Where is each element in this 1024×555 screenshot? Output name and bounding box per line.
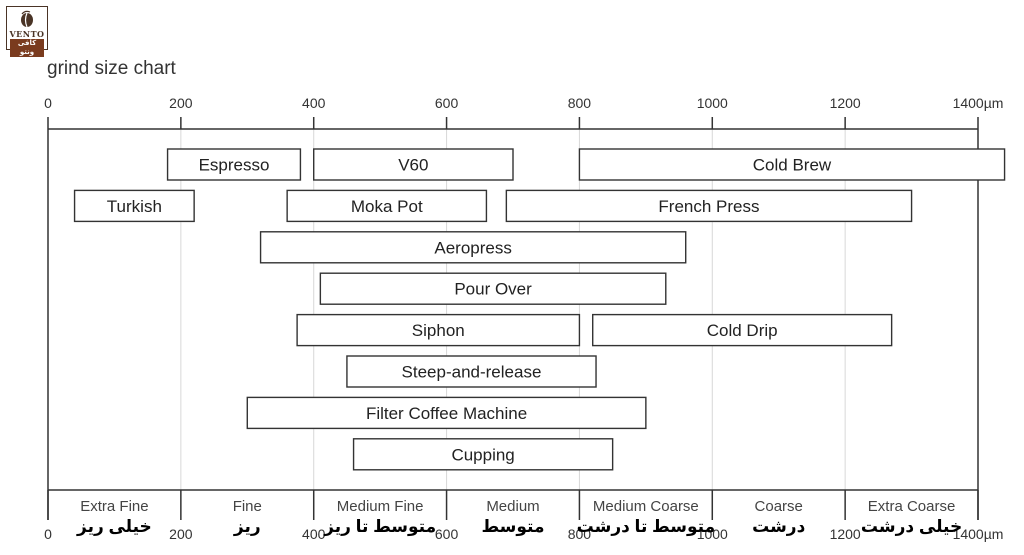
chart-title: grind size chart <box>47 58 176 79</box>
range-bar <box>73 189 195 223</box>
range-bar <box>352 438 614 471</box>
range-bar <box>246 396 647 430</box>
tick-label-top: 1200 <box>830 95 861 111</box>
tick-label-bottom: 200 <box>169 526 193 542</box>
range-bar <box>578 148 1006 181</box>
tick-label-top: 200 <box>169 95 193 111</box>
grind-band-label: Extra Coarse <box>868 498 956 515</box>
range-bar-label: Siphon <box>412 321 465 340</box>
grind-band-label-fa: درشت <box>752 517 806 536</box>
grind-band-label: Fine <box>233 498 262 515</box>
range-bar <box>346 355 597 388</box>
range-bar-label: Cupping <box>451 445 514 464</box>
tick-label-bottom: 0 <box>44 526 52 542</box>
range-bar-label: Pour Over <box>454 280 532 299</box>
range-bar <box>592 313 893 347</box>
range-bar <box>259 231 687 264</box>
grind-band-label-fa: خیلی ریز <box>76 517 152 537</box>
grind-band-label-fa: متوسط <box>481 517 544 537</box>
tick-label-top: 1000 <box>697 95 728 111</box>
grind-band-label-fa: ریز <box>233 517 261 537</box>
tick-label-bottom: 1400µm <box>953 526 1004 542</box>
range-bar-label: Cold Brew <box>753 156 832 175</box>
range-bar <box>319 272 667 305</box>
tick-label-bottom: 1200 <box>830 526 861 542</box>
coffee-bean-icon <box>21 10 33 28</box>
grind-band-label-fa: خیلی درشت <box>861 517 962 536</box>
range-bar-label: V60 <box>398 156 428 175</box>
grind-band-label: Medium Coarse <box>593 498 699 515</box>
grind-band-label: Medium <box>486 498 539 515</box>
tick-label-top: 400 <box>302 95 326 111</box>
tick-label-top: 600 <box>435 95 459 111</box>
logo-brand-fa-text: کافی ونتو <box>10 39 44 57</box>
range-bar-label: Moka Pot <box>351 197 423 216</box>
range-bar-label: Espresso <box>199 156 270 175</box>
grind-band-label-fa: متوسط تا درشت <box>577 517 715 537</box>
brand-logo: VENTO کافی ونتو <box>6 6 48 57</box>
range-bar <box>313 148 514 181</box>
range-bar-label: Filter Coffee Machine <box>366 404 527 423</box>
grind-band-label: Extra Fine <box>80 498 148 515</box>
range-bar <box>296 313 581 347</box>
range-bar-label: Cold Drip <box>707 321 778 340</box>
range-bar <box>286 189 488 223</box>
tick-label-bottom: 400 <box>302 526 326 542</box>
range-bar-label: Steep-and-release <box>402 363 542 382</box>
grind-band-label-fa: متوسط تا ریز <box>323 517 436 537</box>
tick-label-bottom: 1000 <box>697 526 728 542</box>
tick-label-bottom: 800 <box>568 526 592 542</box>
tick-label-bottom: 600 <box>435 526 459 542</box>
logo-brand-text: VENTO <box>9 29 45 39</box>
range-bar-label: French Press <box>658 197 759 216</box>
tick-label-top: 0 <box>44 95 52 111</box>
range-bar <box>166 148 302 181</box>
grind-band-label: Coarse <box>755 498 803 515</box>
grind-band-label: Medium Fine <box>337 498 424 515</box>
range-bar-label: Turkish <box>107 197 162 216</box>
range-bar-label: Aeropress <box>434 238 511 257</box>
tick-label-top: 800 <box>568 95 592 111</box>
range-bar <box>505 189 913 223</box>
tick-label-top: 1400µm <box>953 95 1004 111</box>
